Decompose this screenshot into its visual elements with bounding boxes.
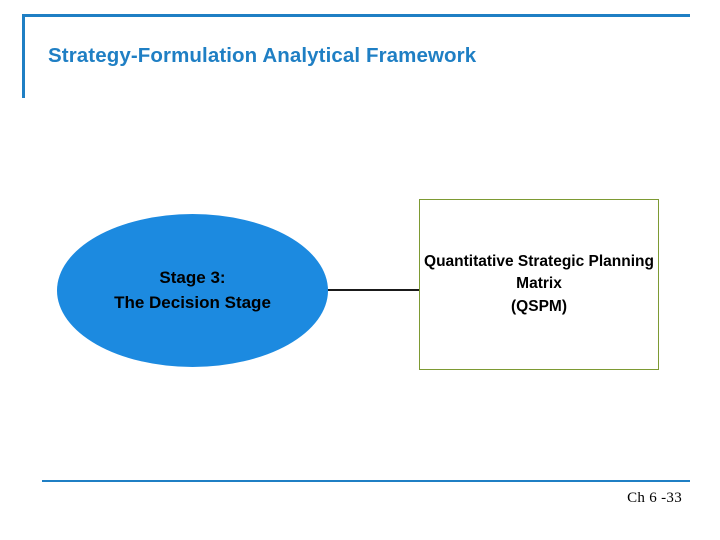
connector-line — [300, 289, 422, 291]
qspm-box-shape: Quantitative Strategic Planning Matrix (… — [419, 199, 659, 370]
top-divider-line — [22, 14, 690, 17]
stage-ellipse-label: Stage 3: The Decision Stage — [114, 268, 271, 312]
page-title: Strategy-Formulation Analytical Framewor… — [48, 44, 477, 67]
stage-ellipse-shape: Stage 3: The Decision Stage — [57, 214, 328, 367]
bottom-divider-line — [42, 480, 690, 482]
slide-footer-page-number: Ch 6 -33 — [627, 490, 682, 506]
left-accent-line — [22, 14, 25, 98]
qspm-box-label: Quantitative Strategic Planning Matrix (… — [424, 252, 654, 315]
